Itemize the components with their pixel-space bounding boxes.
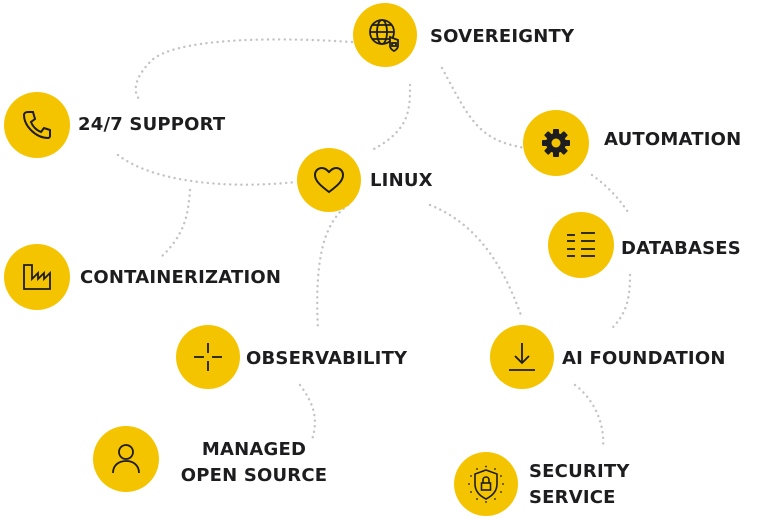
sovereignty-label: SOVEREIGNTY (430, 26, 575, 47)
factory-icon (23, 264, 51, 290)
containerization-circle (4, 244, 70, 310)
databases-circle (548, 212, 614, 278)
connector-sovereignty-linux (370, 83, 412, 152)
connector-containerization-branch (158, 188, 192, 260)
ai-foundation-label: AI FOUNDATION (562, 348, 726, 369)
ai-foundation-circle (490, 325, 554, 389)
connector-databases-aifoundation (608, 273, 632, 332)
connector-observability-managed (298, 383, 316, 442)
automation-label: AUTOMATION (604, 129, 742, 150)
databases-label: DATABASES (621, 238, 741, 259)
user-icon (112, 444, 140, 474)
shield-lock-icon (468, 465, 504, 503)
security-service-line1: SECURITY (529, 461, 630, 482)
managed-open-source-circle (93, 426, 159, 492)
security-service-line2: SERVICE (529, 487, 616, 508)
linux-label: LINUX (370, 170, 433, 191)
observability-label: OBSERVABILITY (246, 348, 408, 369)
support-circle (4, 92, 70, 158)
containerization-label: CONTAINERIZATION (80, 267, 282, 288)
heart-icon (313, 166, 345, 194)
connector-sovereignty-automation (440, 66, 527, 150)
connector-support-linux (116, 153, 298, 186)
support-label: 24/7 SUPPORT (78, 114, 226, 135)
globe-lock-icon (369, 19, 399, 53)
linux-circle (297, 148, 361, 212)
connector-linux-observability (316, 203, 350, 332)
connector-automation-databases (590, 173, 632, 217)
security-service-circle (454, 452, 518, 516)
security-service-label: SECURITY SERVICE (529, 459, 630, 511)
database-lines-icon (567, 232, 595, 257)
download-icon (509, 343, 535, 371)
connector-aifoundation-security (573, 383, 605, 450)
automation-circle (523, 110, 589, 176)
managed-open-source-label: MANAGED OPEN SOURCE (170, 437, 338, 489)
managed-open-source-line1: MANAGED (201, 439, 307, 460)
managed-open-source-line2: OPEN SOURCE (180, 465, 328, 486)
observability-circle (176, 325, 240, 389)
phone-icon (22, 111, 51, 140)
sovereignty-circle (353, 3, 417, 67)
crosshair-icon (194, 343, 222, 371)
connector-sovereignty-support (134, 38, 354, 102)
connector-linux-aifoundation (428, 203, 524, 320)
gear-icon (542, 129, 570, 157)
